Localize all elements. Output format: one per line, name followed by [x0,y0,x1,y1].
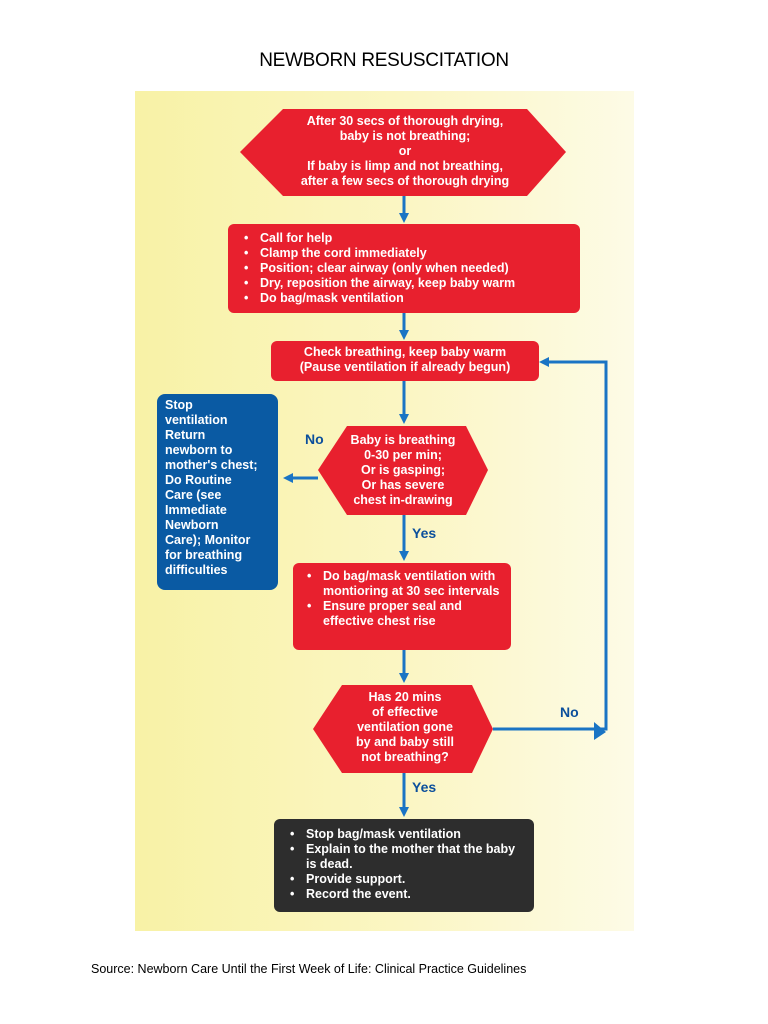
arrow-loop-back-to-check [493,357,608,731]
twenty-min-line: ventilation gone [357,720,453,734]
check-breathing-box: Check breathing, keep baby warm (Pause v… [271,341,539,381]
stop-line: mother's chest; [165,458,258,472]
check-line: (Pause ventilation if already begun) [299,360,511,374]
edge-label-no-left: No [305,431,324,447]
loop-arrowhead-right [594,722,606,740]
start-line: after a few secs of thorough drying [300,174,510,188]
final-step-item: Stop bag/mask ventilation [290,827,524,842]
stop-line: Return [165,428,206,442]
twenty-min-line: Has 20 mins [368,690,442,704]
initial-steps-box: Call for help Clamp the cord immediately… [228,224,580,313]
twenty-min-line: not breathing? [361,750,449,764]
stop-line: newborn to [165,443,233,457]
stop-line: Care (see [165,488,222,502]
stop-line: Stop [165,398,193,412]
start-line: or [398,144,412,158]
twenty-min-decision-shape [313,685,493,773]
start-line: If baby is limp and not breathing, [307,159,503,173]
initial-step-item: Call for help [244,231,570,246]
initial-step-item: Do bag/mask ventilation [244,291,570,306]
decision-line: Or is gasping; [360,463,446,477]
breathing-decision-node: Baby is breathing 0-30 per min; Or is ga… [330,433,476,508]
edge-label-yes-1: Yes [412,525,437,541]
stop-line: for breathing [165,548,243,562]
initial-step-item: Position; clear airway (only when needed… [244,261,570,276]
stop-line: Care); Monitor [165,533,251,547]
stop-line: difficulties [165,563,228,577]
final-steps-box: Stop bag/mask ventilation Explain to the… [274,819,534,912]
start-node-shape [240,109,566,196]
start-line: After 30 secs of thorough drying, [306,114,504,128]
stop-line: Immediate [165,503,227,517]
breathing-decision-shape [318,426,488,515]
ventilation-item: Do bag/mask ventilation with montioring … [307,569,503,599]
edge-label-no-right: No [560,704,579,720]
decision-line: Baby is breathing [350,433,456,447]
final-step-item: Provide support. [290,872,524,887]
page-title: NEWBORN RESUSCITATION [259,50,509,71]
stop-line: ventilation [165,413,228,427]
initial-step-item: Dry, reposition the airway, keep baby wa… [244,276,570,291]
twenty-min-line: by and baby still [356,735,454,749]
twenty-min-decision-node: Has 20 mins of effective ventilation gon… [330,690,480,765]
stop-ventilation-box: Stop ventilation Return newborn to mothe… [157,394,278,590]
ventilation-box: Do bag/mask ventilation with montioring … [293,563,511,650]
stop-line: Newborn [165,518,219,532]
decision-line: chest in-drawing [353,493,453,507]
decision-line: Or has severe [361,478,445,492]
decision-line: 0-30 per min; [364,448,442,462]
check-line: Check breathing, keep baby warm [303,345,507,359]
twenty-min-line: of effective [372,705,438,719]
final-step-item: Explain to the mother that the baby is d… [290,842,524,872]
final-step-item: Record the event. [290,887,524,902]
source-citation: Source: Newborn Care Until the First Wee… [91,962,527,976]
initial-step-item: Clamp the cord immediately [244,246,570,261]
start-node: After 30 secs of thorough drying, baby i… [262,114,548,189]
edge-label-yes-2: Yes [412,779,437,795]
start-line: baby is not breathing; [339,129,471,143]
stop-line: Do Routine [165,473,232,487]
ventilation-item: Ensure proper seal and effective chest r… [307,599,503,629]
